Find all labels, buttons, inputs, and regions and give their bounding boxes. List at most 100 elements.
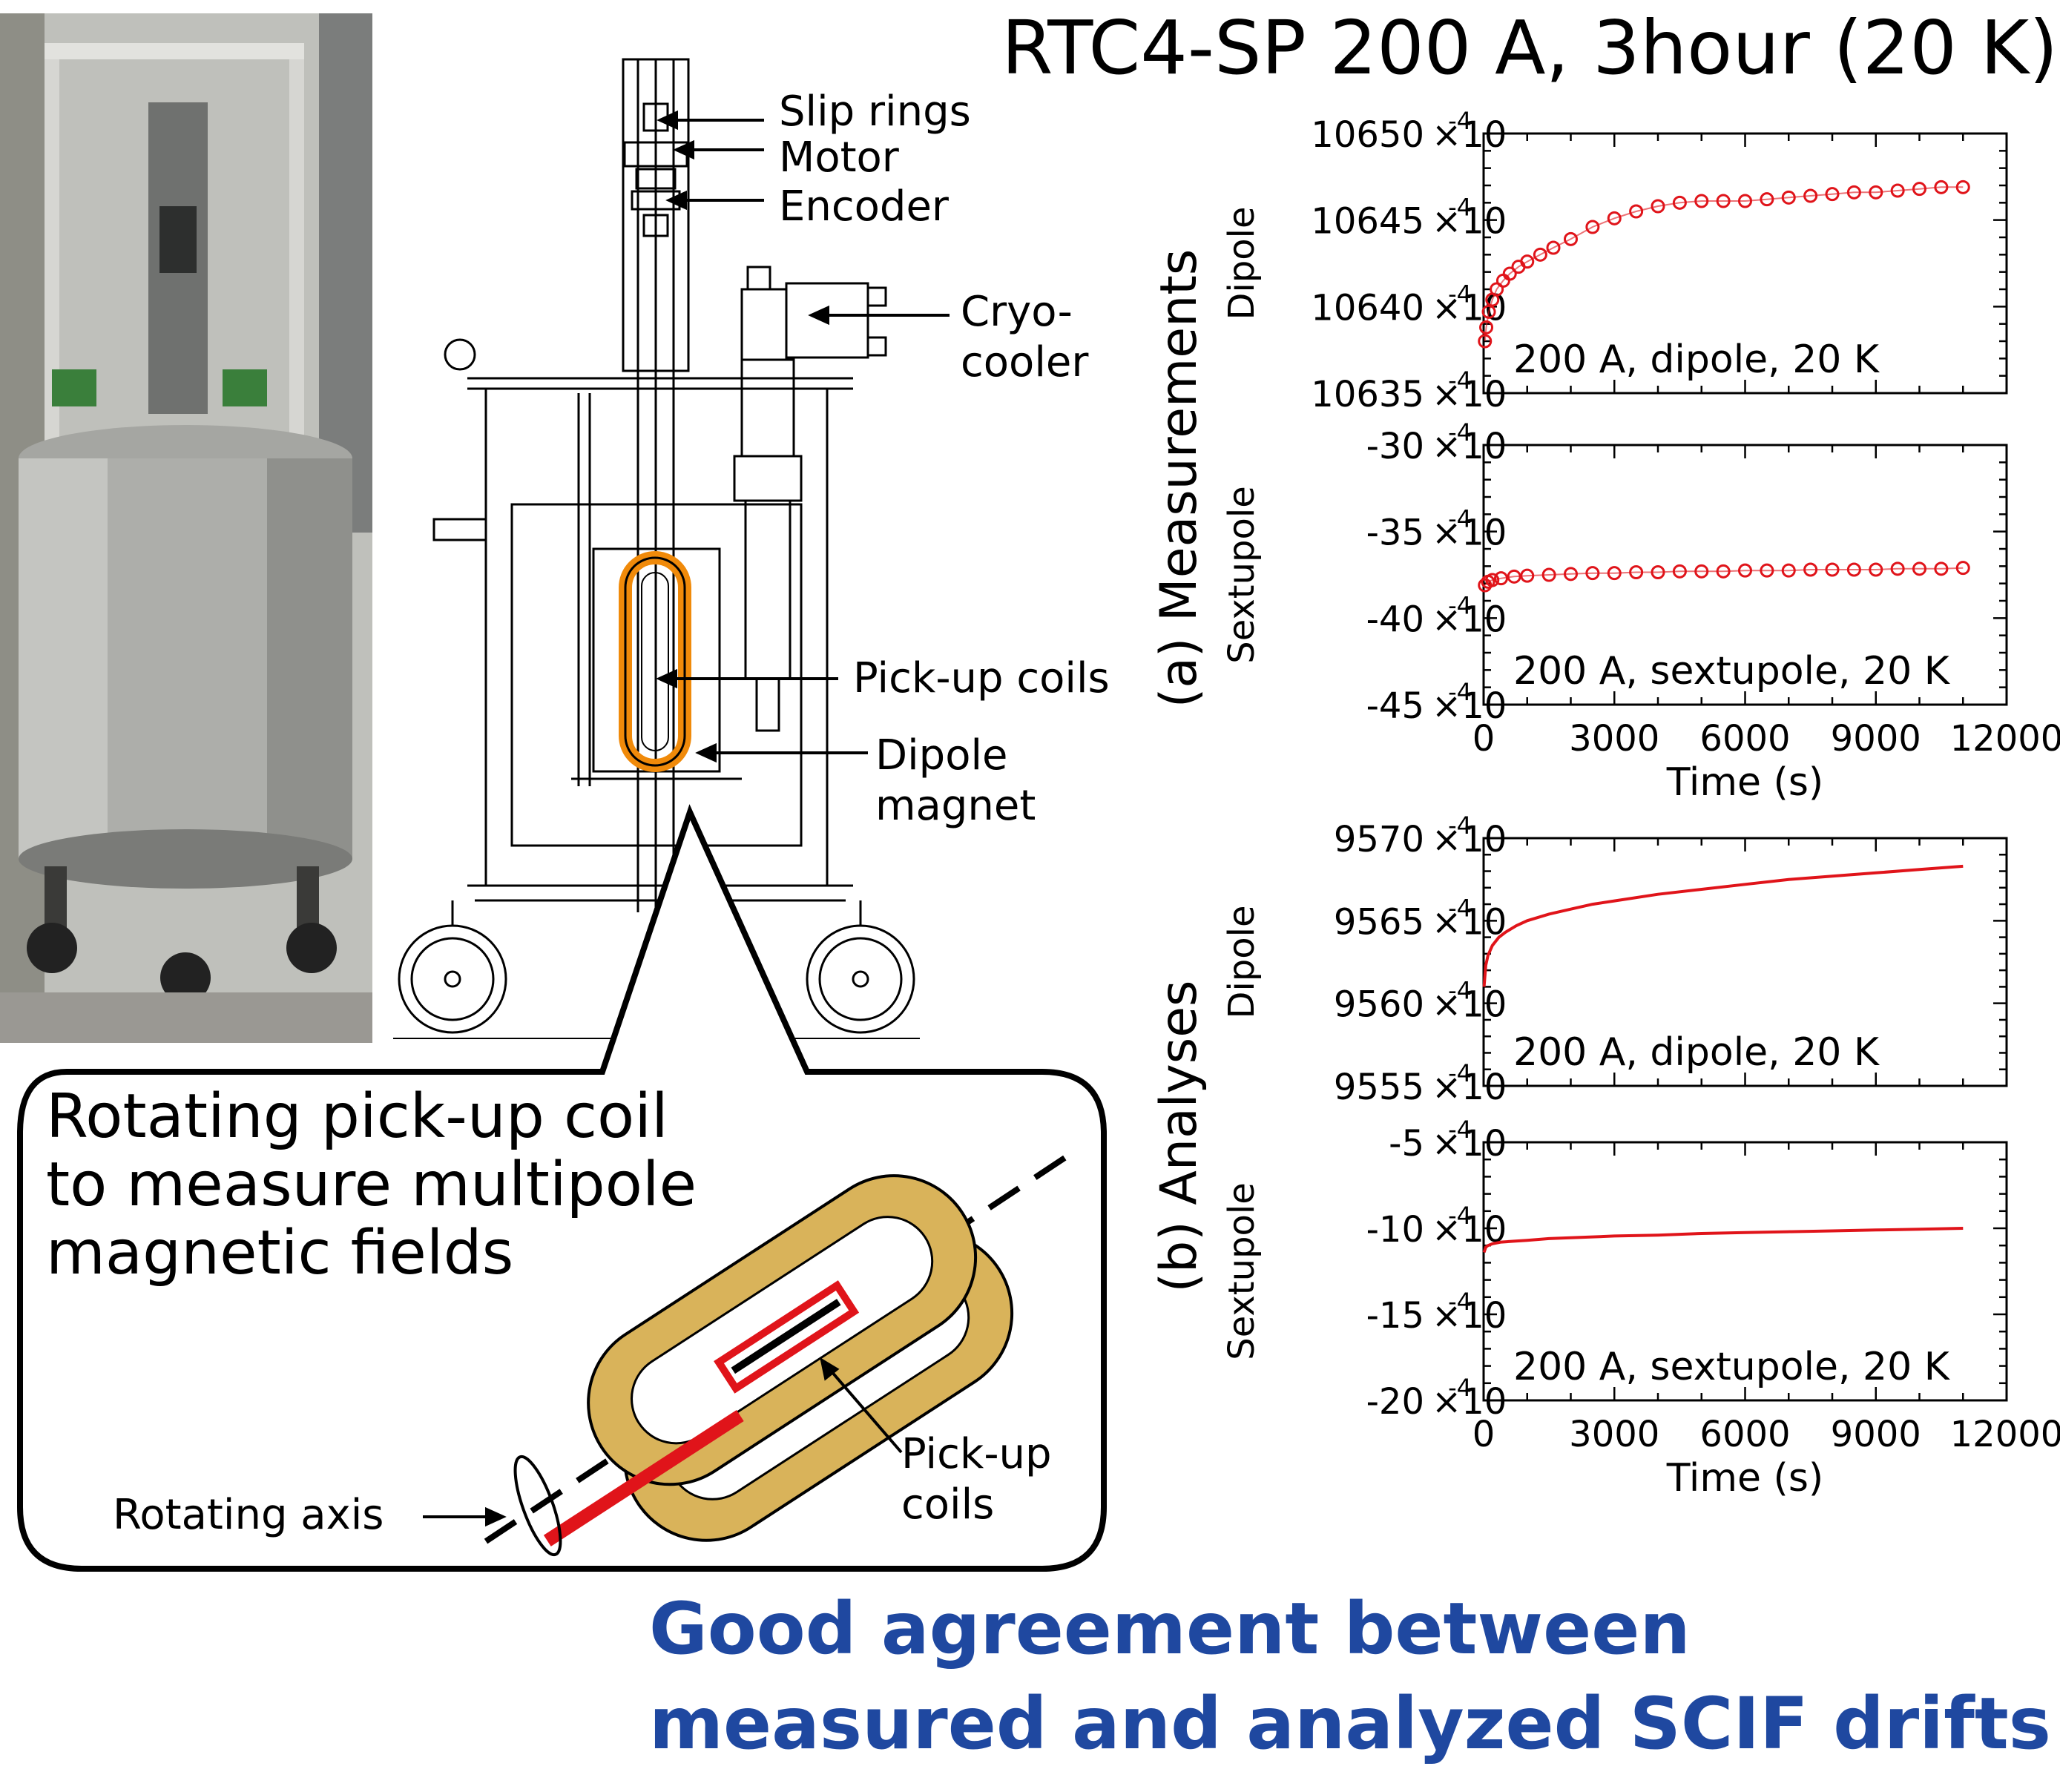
measured-dipole-y-ticklabel-mantissa: 10640 — [1311, 287, 1424, 329]
measured-dipole-data-point — [1607, 211, 1622, 225]
analyzed-sextupole-y-ticklabel-mantissa: -15 — [1366, 1295, 1424, 1337]
callout-arrows — [423, 1357, 903, 1527]
analyzed-dipole-y-axis-label: Dipole — [1221, 906, 1263, 1019]
measured-dipole-data-point — [1564, 231, 1578, 246]
measured-sextupole-x-ticklabel: 9000 — [1831, 718, 1921, 760]
analyzed-dipole-y-ticklabel-unit: ×10 — [1432, 901, 1507, 943]
label-arrows — [656, 110, 950, 763]
cryocooler-label-line2: cooler — [961, 338, 1089, 386]
analyzed-sextupole-x-axis-label: Time (s) — [1666, 1456, 1823, 1501]
callout-pickup-label-line2: coils — [901, 1480, 995, 1529]
analyzed-dipole-y-ticklabel-exponent: -4 — [1448, 811, 1472, 840]
analyzed-sextupole-y-ticklabel-mantissa: -5 — [1389, 1123, 1424, 1165]
analyzed-sextupole-x-ticklabel: 9000 — [1831, 1414, 1921, 1455]
analyzed-dipole-series-line — [1482, 864, 1964, 987]
measured-sextupole-y-ticklabel-exponent: -4 — [1448, 678, 1472, 706]
motor-label: Motor — [779, 134, 899, 182]
measured-sextupole-x-ticklabel: 0 — [1472, 718, 1495, 760]
analyzed-dipole-y-ticklabel-mantissa: 9555 — [1334, 1067, 1424, 1108]
analyzed-dipole-y-ticklabel-mantissa: 9570 — [1334, 819, 1424, 860]
measured-dipole-y-ticklabel-unit: ×10 — [1432, 201, 1507, 243]
analyzed-sextupole-x-ticklabel: 6000 — [1699, 1414, 1790, 1455]
encoder-label: Encoder — [779, 182, 949, 231]
measured-dipole-data-point — [1520, 254, 1535, 269]
measured-sextupole-x-ticklabel: 3000 — [1569, 718, 1659, 760]
analyzed-sextupole-x-ticklabel: 12000 — [1950, 1414, 2060, 1455]
analyzed-sextupole-annotation: 200 A, sextupole, 20 K — [1513, 1345, 1951, 1389]
measured-sextupole-y-ticklabel-exponent: -4 — [1448, 505, 1472, 533]
analyzed-sextupole-x-ticklabel: 3000 — [1569, 1414, 1659, 1455]
measured-sextupole-y-ticklabel-mantissa: -30 — [1366, 426, 1424, 467]
measured-dipole-data-point — [1502, 266, 1517, 281]
measured-sextupole-y-axis-label: Sextupole — [1221, 486, 1263, 664]
measured-sextupole-data-point — [1485, 573, 1500, 587]
analyzed-sextupole-y-ticklabel-mantissa: -10 — [1366, 1209, 1424, 1251]
group-label-measurements: (a) Measurements — [1150, 249, 1208, 708]
analyzed-dipole-y-ticklabel-unit: ×10 — [1432, 1067, 1507, 1108]
measured-sextupole-y-ticklabel-unit: ×10 — [1432, 685, 1507, 727]
analyzed-dipole-y-ticklabel-unit: ×10 — [1432, 819, 1507, 860]
measured-sextupole-data-point — [1494, 571, 1508, 586]
measured-dipole-y-ticklabel-unit: ×10 — [1432, 374, 1507, 415]
analyzed-sextupole-y-ticklabel-exponent: -4 — [1448, 1116, 1472, 1144]
measured-dipole-y-ticklabel-exponent: -4 — [1448, 107, 1472, 135]
analyzed-sextupole-series-line — [1482, 1227, 1964, 1254]
analyzed-dipole-y-ticklabel-exponent: -4 — [1448, 1059, 1472, 1087]
pickup-coils-label: Pick-up coils — [853, 654, 1110, 702]
analyzed-sextupole-y-ticklabel-mantissa: -20 — [1366, 1381, 1424, 1423]
cart-wheels — [393, 900, 920, 1039]
analyzed-sextupole-y-ticklabel-exponent: -4 — [1448, 1288, 1472, 1316]
measured-dipole-y-ticklabel-mantissa: 10635 — [1311, 374, 1424, 415]
conclusion-line1: Good agreement between — [649, 1587, 1691, 1670]
callout-pickup-label-line1: Pick-up — [901, 1430, 1052, 1478]
measured-dipole-data-point — [1629, 204, 1644, 219]
measured-sextupole-data-trace — [1484, 567, 1964, 586]
page-title: RTC4-SP 200 A, 3hour (20 K) — [1001, 4, 2059, 91]
callout-title: Rotating pick-up coil to measure multipo… — [46, 1083, 697, 1288]
measured-dipole-y-ticklabel-mantissa: 10645 — [1311, 201, 1424, 243]
measured-dipole-y-axis-label: Dipole — [1221, 207, 1263, 320]
analyzed-sextupole-y-ticklabel-unit: ×10 — [1432, 1123, 1507, 1165]
measured-sextupole-annotation: 200 A, sextupole, 20 K — [1513, 649, 1951, 694]
measured-dipole-y-ticklabel-mantissa: 10650 — [1311, 114, 1424, 156]
analyzed-dipole-y-ticklabel-mantissa: 9565 — [1334, 901, 1424, 943]
measured-sextupole-x-ticklabel: 6000 — [1699, 718, 1790, 760]
measured-dipole-data-point — [1546, 240, 1561, 255]
analyzed-sextupole-y-ticklabel-exponent: -4 — [1448, 1374, 1472, 1402]
analyzed-dipole-y-ticklabel-mantissa: 9560 — [1334, 984, 1424, 1026]
group-label-analyses: (b) Analyses — [1150, 981, 1208, 1293]
analyzed-sextupole-y-axis-label: Sextupole — [1221, 1182, 1263, 1360]
measured-dipole-y-ticklabel-exponent: -4 — [1448, 194, 1472, 222]
measured-dipole-data-point — [1651, 199, 1665, 214]
cryocooler-label-line1: Cryo- — [961, 288, 1073, 336]
measured-sextupole-y-ticklabel-unit: ×10 — [1432, 426, 1507, 467]
measured-dipole-annotation: 200 A, dipole, 20 K — [1513, 337, 1880, 382]
measured-dipole-data-point — [1585, 220, 1600, 234]
analyzed-dipole-y-ticklabel-exponent: -4 — [1448, 894, 1472, 922]
measured-sextupole-y-ticklabel-mantissa: -35 — [1366, 513, 1424, 554]
measured-dipole-data-trace — [1484, 186, 1964, 342]
analyzed-sextupole-x-ticklabel: 0 — [1472, 1414, 1495, 1455]
dipole-magnet-label-line2: magnet — [875, 782, 1036, 830]
dipole-magnet-outline — [619, 551, 691, 772]
measured-sextupole-x-axis-label: Time (s) — [1666, 760, 1823, 805]
callout-title-line1: Rotating pick-up coil — [46, 1081, 668, 1152]
analyzed-sextupole-y-ticklabel-unit: ×10 — [1432, 1295, 1507, 1337]
rotating-axis-label: Rotating axis — [113, 1491, 384, 1539]
measured-dipole-data-point — [1481, 304, 1496, 319]
apparatus-photo — [0, 13, 372, 1043]
slip-rings-label: Slip rings — [779, 88, 971, 136]
measured-sextupole-x-ticklabel: 12000 — [1950, 718, 2060, 760]
analyzed-dipole-y-ticklabel-exponent: -4 — [1448, 977, 1472, 1005]
measured-dipole-y-ticklabel-exponent: -4 — [1448, 366, 1472, 395]
measured-sextupole-y-ticklabel-unit: ×10 — [1432, 599, 1507, 640]
analyzed-dipole-annotation: 200 A, dipole, 20 K — [1513, 1030, 1880, 1075]
measured-sextupole-y-ticklabel-mantissa: -45 — [1366, 685, 1424, 727]
conclusion-line2: measured and analyzed SCIF drifts — [649, 1682, 2051, 1765]
apparatus-photo-drawing — [0, 13, 372, 1043]
measured-dipole-y-ticklabel-exponent: -4 — [1448, 280, 1472, 308]
measured-sextupole-y-ticklabel-unit: ×10 — [1432, 513, 1507, 554]
